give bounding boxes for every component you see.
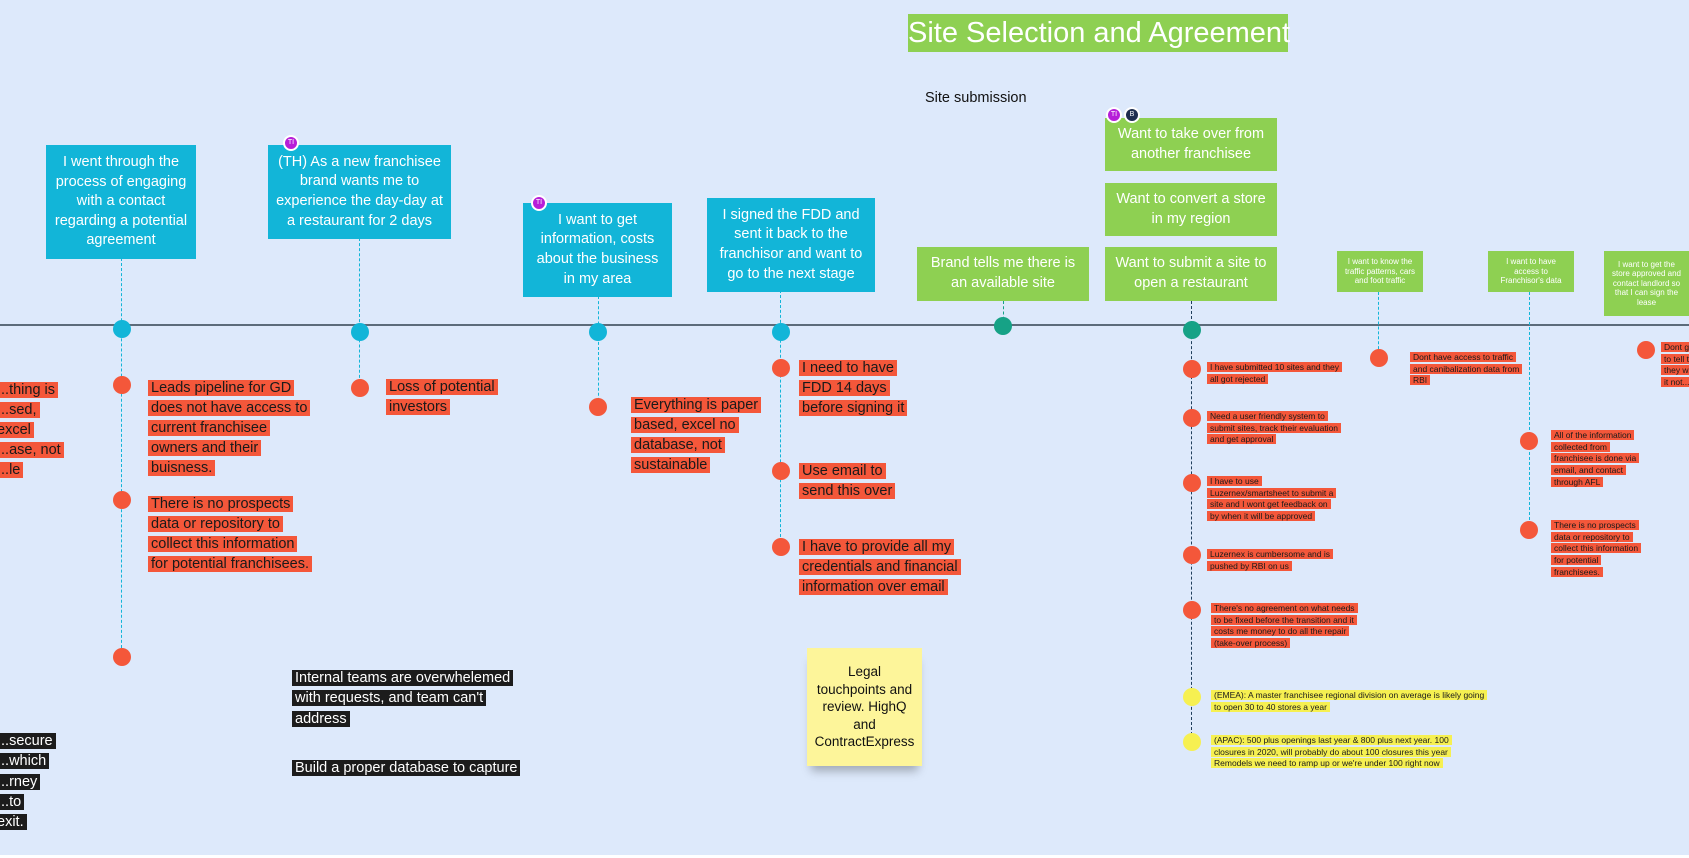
journey-card[interactable]: I want to know the traffic patterns, car…	[1337, 251, 1423, 292]
pain-point-dot[interactable]	[589, 398, 607, 416]
pain-point-text[interactable]: I have to use Luzernex/smartsheet to sub…	[1207, 476, 1337, 523]
journey-card[interactable]: Brand tells me there is an available sit…	[917, 247, 1089, 301]
pain-point-text[interactable]: Use email to send this over	[799, 461, 909, 501]
pain-point-text[interactable]: I have to provide all my credentials and…	[799, 537, 975, 597]
timeline-axis	[0, 324, 1689, 326]
note-dot[interactable]	[1183, 733, 1201, 751]
regional-note[interactable]: (EMEA): A master franchisee regional div…	[1211, 690, 1488, 713]
insight-note[interactable]: Build a proper database to capture	[292, 758, 552, 778]
pain-point-dot[interactable]	[772, 359, 790, 377]
connector-line	[359, 238, 360, 388]
journey-card-text: I want to have access to Franchisor's da…	[1500, 257, 1562, 286]
pain-point-dot[interactable]	[113, 648, 131, 666]
pain-point-dot[interactable]	[113, 376, 131, 394]
pain-point-text[interactable]: Dont have access to traffic and canibali…	[1410, 352, 1523, 387]
timeline-node[interactable]	[994, 317, 1012, 335]
pain-point-text[interactable]: There's no agreement on what needs to be…	[1211, 603, 1363, 650]
pain-point-dot[interactable]	[772, 462, 790, 480]
note-dot[interactable]	[1183, 688, 1201, 706]
journey-card-text: I went through the process of engaging w…	[54, 154, 188, 249]
pain-point-text[interactable]: Luzernex is cumbersome and is pushed by …	[1207, 549, 1337, 572]
pain-point-text[interactable]: I need to have FDD 14 days before signin…	[799, 358, 919, 418]
pain-point-text[interactable]: Everything is paper based, excel no data…	[631, 395, 766, 475]
collaborator-avatar[interactable]: TI	[531, 195, 547, 211]
journey-card[interactable]: (TH) As a new franchisee brand wants me …	[268, 145, 451, 239]
journey-card-text: I want to get information, costs about t…	[536, 211, 659, 287]
pain-point-dot[interactable]	[1183, 409, 1201, 427]
sticky-note[interactable]: Legal touchpoints and review. HighQ and …	[807, 648, 922, 766]
journey-card[interactable]: I signed the FDD and sent it back to the…	[707, 198, 875, 292]
pain-point-text[interactable]: Leads pipeline for GD does not have acce…	[148, 378, 314, 478]
journey-card[interactable]: Want to submit a site to open a restaura…	[1105, 247, 1277, 301]
pain-point-dot[interactable]	[1183, 474, 1201, 492]
collaborator-avatar[interactable]: B	[1124, 107, 1140, 123]
timeline-node[interactable]	[351, 323, 369, 341]
collaborator-avatar[interactable]: TI	[1106, 107, 1122, 123]
sub-stage-label[interactable]: Site submission	[925, 90, 1027, 106]
pain-point-text[interactable]: Loss of potential investors	[386, 377, 506, 417]
pain-point-dot[interactable]	[772, 538, 790, 556]
journey-card-text: Brand tells me there is an available sit…	[930, 255, 1076, 291]
insight-note[interactable]: Internal teams are overwhelemed with req…	[292, 668, 537, 729]
pain-point-dot[interactable]	[1183, 546, 1201, 564]
pain-point-text[interactable]: There is no prospects data or repository…	[148, 494, 314, 574]
connector-line	[121, 258, 122, 658]
pain-point-text[interactable]: All of the information collected from fr…	[1551, 430, 1643, 489]
connector-line	[780, 290, 781, 547]
journey-card-text: Want to take over from another franchise…	[1117, 125, 1265, 162]
journey-card[interactable]: I want to get information, costs about t…	[523, 203, 672, 297]
pain-point-dot[interactable]	[1520, 521, 1538, 539]
pain-point-dot[interactable]	[1183, 601, 1201, 619]
pain-point-dot[interactable]	[1370, 349, 1388, 367]
journey-card[interactable]: I went through the process of engaging w…	[46, 145, 196, 259]
pain-point-dot[interactable]	[351, 379, 369, 397]
timeline-node[interactable]	[772, 323, 790, 341]
pain-point-dot[interactable]	[1183, 360, 1201, 378]
connector-line	[598, 296, 599, 406]
sticky-note-text: Legal touchpoints and review. HighQ and …	[814, 664, 915, 750]
pain-point-text[interactable]: Dont g... to tell t... they w... it not.…	[1661, 342, 1689, 389]
timeline-node[interactable]	[1183, 321, 1201, 339]
pain-point-dot[interactable]	[1520, 432, 1538, 450]
journey-card[interactable]: Want to take over from another franchise…	[1105, 118, 1277, 171]
pain-point-dot[interactable]	[1637, 341, 1655, 359]
timeline-node[interactable]	[113, 320, 131, 338]
pain-point-text[interactable]: ...thing is ...sed, excel ...ase, not ..…	[0, 380, 74, 480]
stage-title[interactable]: Site Selection and Agreement	[908, 14, 1290, 52]
pain-point-dot[interactable]	[113, 491, 131, 509]
regional-note[interactable]: (APAC): 500 plus openings last year & 80…	[1211, 735, 1471, 770]
connector-line	[1529, 292, 1530, 530]
journey-card-text: I want to get the store approved and con…	[1612, 259, 1681, 307]
timeline-node[interactable]	[589, 323, 607, 341]
insight-note[interactable]: ...secure ...which ...rney ...to exit.	[0, 731, 56, 832]
journey-card[interactable]: I want to get the store approved and con…	[1604, 251, 1689, 316]
journey-card-text: (TH) As a new franchisee brand wants me …	[276, 153, 443, 229]
pain-point-text[interactable]: I have submitted 10 sites and they all g…	[1207, 362, 1342, 385]
connector-line	[1003, 301, 1004, 325]
board-bottom-edge	[0, 855, 1689, 858]
journey-card-text: Want to submit a site to open a restaura…	[1115, 255, 1267, 291]
journey-card[interactable]: Want to convert a store in my region	[1105, 183, 1277, 236]
connector-line	[1378, 292, 1379, 359]
journey-card-text: Want to convert a store in my region	[1116, 190, 1266, 227]
journey-card-text: I want to know the traffic patterns, car…	[1344, 257, 1416, 286]
pain-point-text[interactable]: Need a user friendly system to submit si…	[1207, 411, 1342, 446]
pain-point-text[interactable]: There is no prospects data or repository…	[1551, 520, 1643, 579]
journey-card[interactable]: I want to have access to Franchisor's da…	[1488, 251, 1574, 292]
collaborator-avatar[interactable]: TI	[283, 135, 299, 151]
connector-line	[1191, 301, 1192, 745]
journey-card-text: I signed the FDD and sent it back to the…	[719, 206, 863, 282]
